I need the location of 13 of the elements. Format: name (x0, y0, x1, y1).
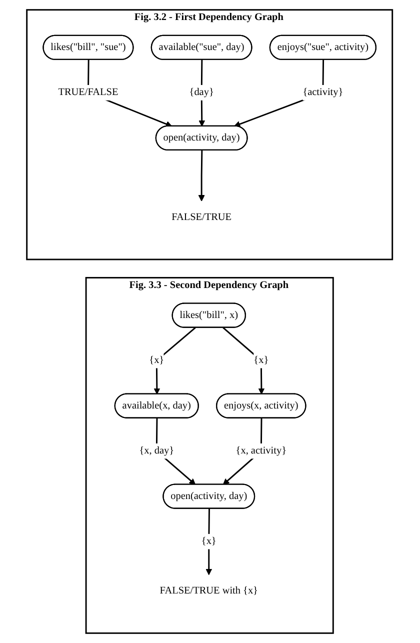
edge-label: {day} (190, 87, 214, 98)
edge-label: {x} (150, 355, 164, 366)
edge-label: {x, day} (140, 446, 174, 457)
edge-label: TRUE/FALSE (58, 87, 119, 98)
node-text: FALSE/TRUE (172, 212, 232, 223)
node-text: FALSE/TRUE with {x} (160, 586, 258, 597)
edge-label: {x} (254, 355, 270, 366)
arrow (206, 508, 212, 576)
edge-label: {x, activity} (236, 446, 287, 457)
edge-label: {x} (202, 536, 217, 548)
edge-label: {activity} (303, 87, 344, 98)
arrow (154, 327, 196, 394)
arrow (198, 150, 206, 202)
